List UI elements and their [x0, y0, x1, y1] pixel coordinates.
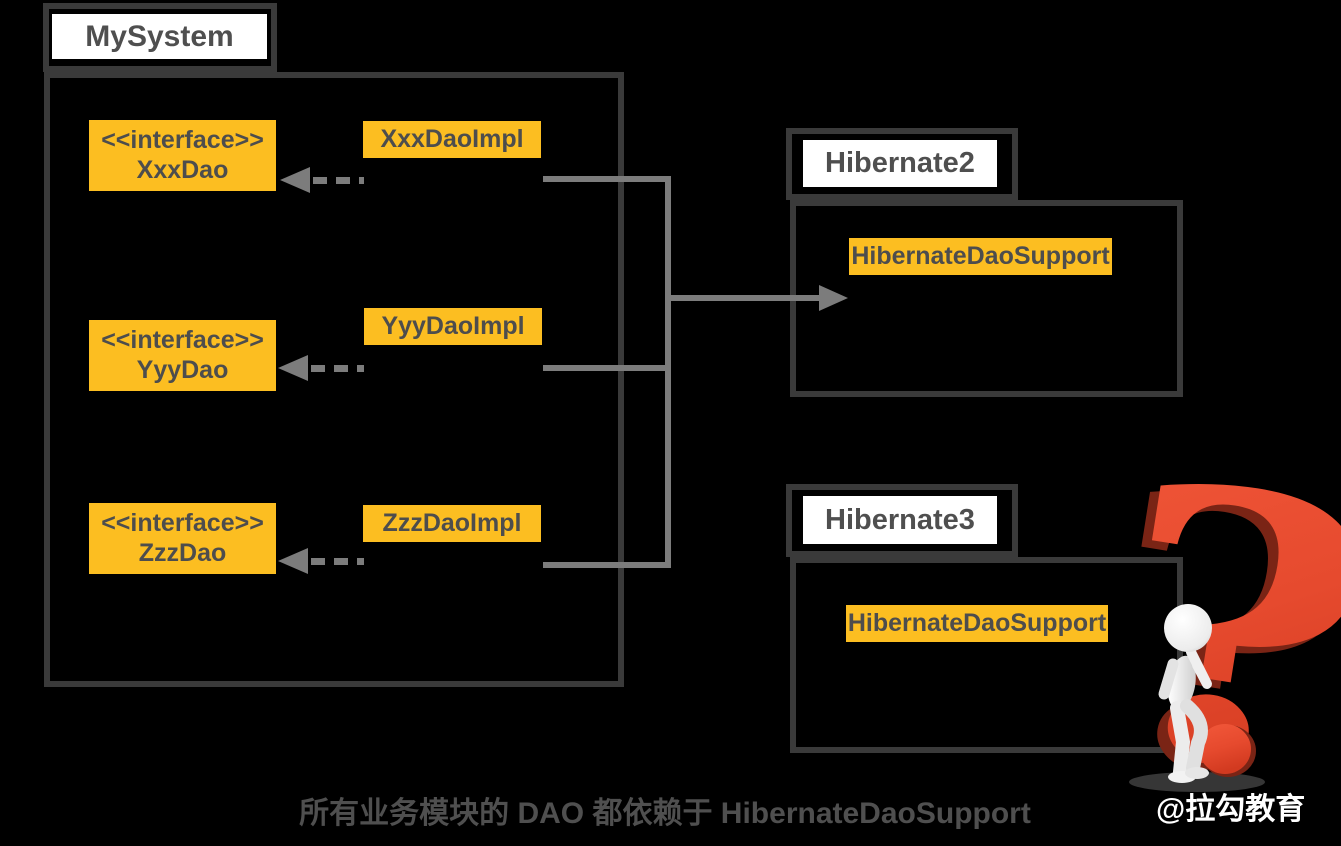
dashed-line [311, 558, 364, 565]
hibernate3-package-body [790, 557, 1183, 753]
hibernate2-package-tab: Hibernate2 [786, 128, 1018, 200]
dependency-arrow-shaft [665, 295, 819, 301]
dashed-line [311, 365, 364, 372]
connector-line-zzz [543, 562, 671, 568]
diagram-caption: 所有业务模块的 DAO 都依赖于 HibernateDaoSupport [299, 797, 1031, 830]
impl-box-xxxdaoimpl: XxxDaoImpl [363, 121, 541, 158]
dashed-realization-arrow-zzz [278, 548, 364, 574]
connector-line-xxx [543, 176, 671, 182]
impl-name: XxxDaoImpl [380, 124, 524, 153]
dashed-realization-arrow-xxx [280, 167, 364, 193]
interface-stereotype: <<interface>> [101, 326, 264, 354]
dashed-realization-arrow-yyy [278, 355, 364, 381]
arrow-head-right-icon [819, 285, 848, 311]
interface-stereotype: <<interface>> [101, 126, 264, 154]
interface-name: YyyDao [136, 355, 229, 384]
arrow-head-left-icon [280, 167, 310, 193]
hibernate3-package-tab: Hibernate3 [786, 484, 1018, 557]
impl-box-yyydaoimpl: YyyDaoImpl [364, 308, 542, 345]
hibernate2-package-body [790, 200, 1183, 397]
connector-line-yyy [543, 365, 671, 371]
interface-box-yyydao: <<interface>> YyyDao [89, 320, 276, 391]
impl-name: YyyDaoImpl [381, 311, 525, 340]
impl-name: ZzzDaoImpl [382, 508, 522, 537]
interface-box-zzzdao: <<interface>> ZzzDao [89, 503, 276, 574]
class-box-hibernatedaosupport-h2: HibernateDaoSupport [849, 238, 1112, 275]
interface-name: XxxDao [136, 155, 229, 184]
hibernate2-package-label: Hibernate2 [803, 140, 997, 187]
watermark-label: @拉勾教育 [1156, 793, 1306, 826]
interface-stereotype: <<interface>> [101, 509, 264, 537]
class-box-hibernatedaosupport-h3: HibernateDaoSupport [846, 605, 1108, 642]
arrow-head-left-icon [278, 355, 308, 381]
class-name: HibernateDaoSupport [851, 241, 1110, 270]
interface-box-xxxdao: <<interface>> XxxDao [89, 120, 276, 191]
interface-name: ZzzDao [138, 538, 227, 567]
class-name: HibernateDaoSupport [847, 608, 1107, 637]
question-mark-3d-thinking-person-icon: ? ? [1085, 466, 1341, 798]
mysystem-package-body [44, 72, 624, 687]
arrow-head-left-icon [278, 548, 308, 574]
impl-box-zzzdaoimpl: ZzzDaoImpl [363, 505, 541, 542]
connector-junction-vertical [665, 176, 671, 568]
mysystem-package-tab: MySystem [43, 3, 277, 72]
hibernate3-package-label: Hibernate3 [803, 496, 997, 544]
dashed-line [313, 177, 364, 184]
mysystem-package-label: MySystem [52, 14, 267, 59]
